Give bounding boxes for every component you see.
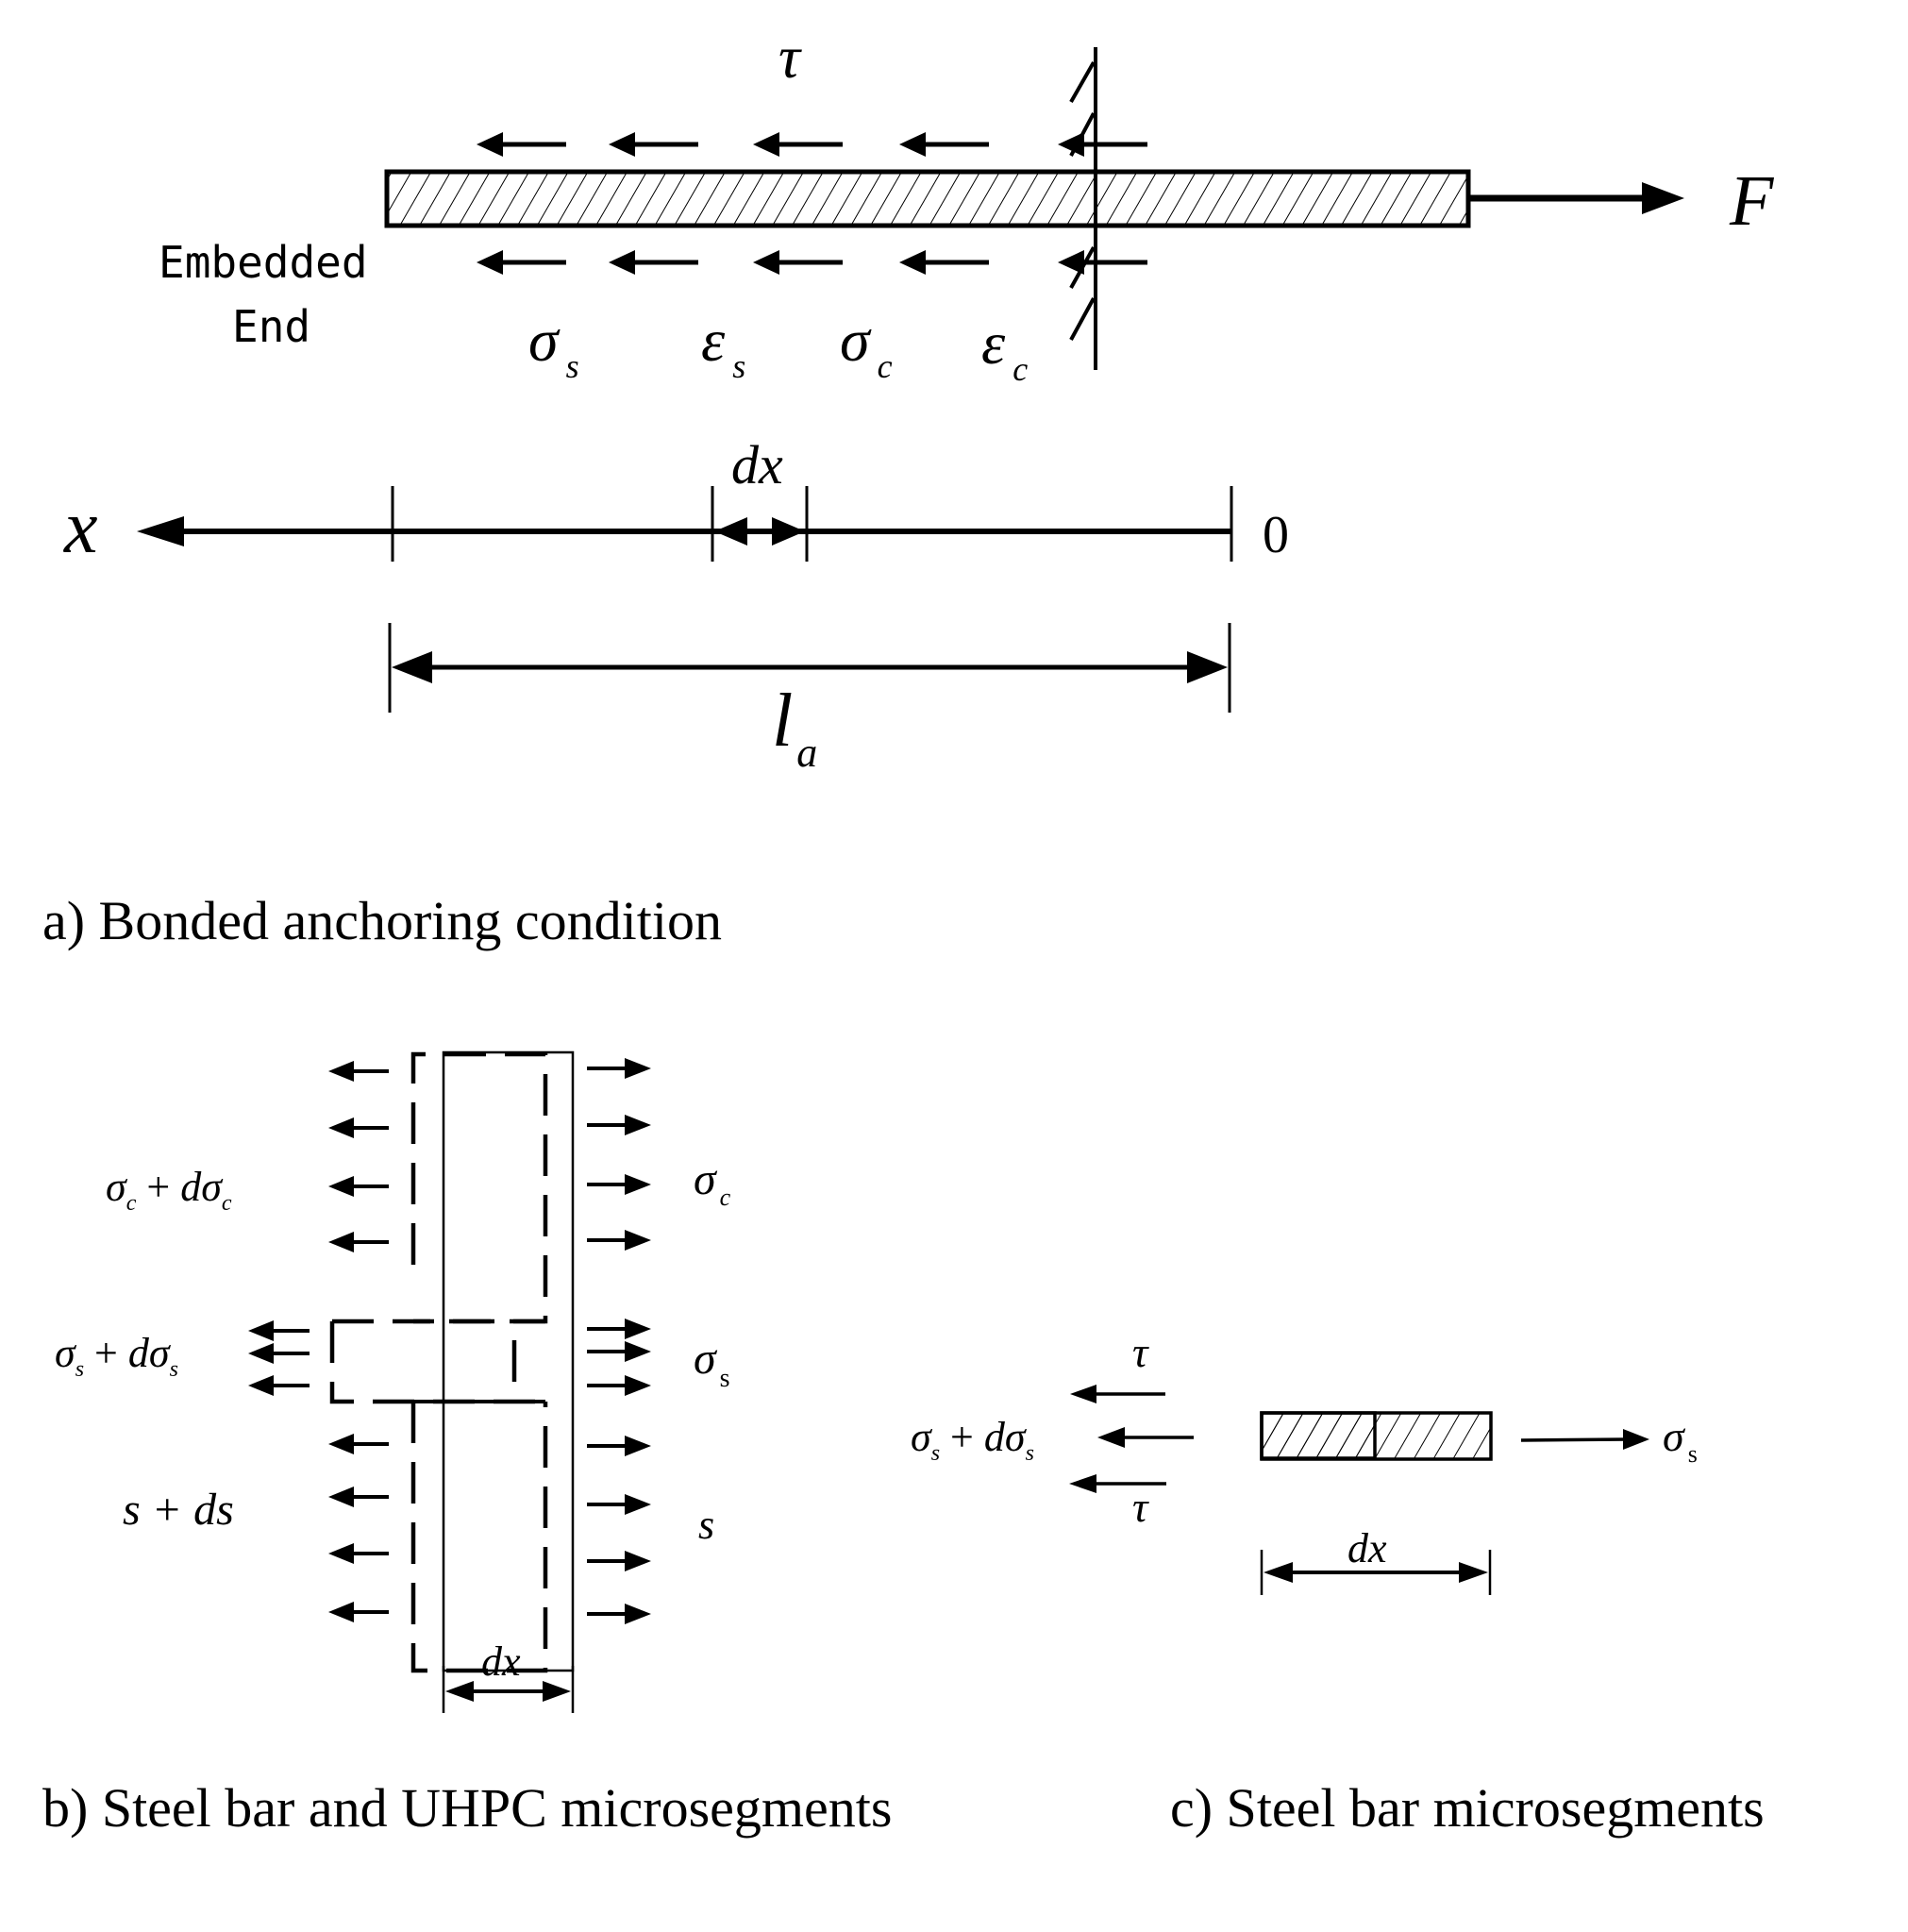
arrow-right-icon (587, 1436, 651, 1456)
x-axis (137, 486, 1233, 562)
arrow-left-icon (1058, 132, 1147, 157)
segment-dx-label: dx (731, 434, 783, 496)
arrow-left-icon (248, 1320, 310, 1341)
shear-arrows-bottom (477, 250, 1147, 275)
x-axis-label: x (63, 486, 98, 569)
embedded-end-label-line1: Embedded (159, 237, 368, 288)
arrow-right-icon (587, 1494, 651, 1515)
uhpc-element-lower (410, 1402, 548, 1673)
arrow-right-icon (587, 1551, 651, 1571)
arrow-right-icon (587, 1058, 651, 1079)
uhpc-element-upper (410, 1051, 548, 1324)
fixed-support (1069, 47, 1097, 370)
anchorage-length-dimension (388, 623, 1231, 713)
steel-bar-element (442, 1050, 575, 1672)
pull-force-arrow (1468, 182, 1684, 214)
arrow-left-icon (328, 1543, 389, 1564)
origin-label: 0 (1263, 506, 1289, 564)
arrow-left-icon (609, 132, 698, 157)
arrow-left-icon (477, 250, 566, 275)
arrow-left-icon (609, 250, 698, 275)
force-label: F (1729, 161, 1775, 241)
width-dimension (1260, 1550, 1492, 1595)
arrow-left-icon (1058, 250, 1147, 275)
caption-b: b) Steel bar and UHPC microsegments (42, 1777, 892, 1839)
label-steel-stress-left: σs + dσs (55, 1330, 178, 1382)
arrow-left-icon (753, 132, 843, 157)
arrow-left-icon (477, 132, 566, 157)
arrow-left-icon (248, 1343, 310, 1364)
arrow-left-icon (328, 1487, 389, 1507)
arrow-right-icon (587, 1319, 651, 1339)
arrow-left-icon (328, 1232, 389, 1252)
shear-arrows-top (477, 132, 1147, 157)
label-slip-right: s (698, 1502, 714, 1548)
arrow-right-icon (587, 1230, 651, 1251)
arrow-left-icon (328, 1176, 389, 1197)
steel-bar-dashed-element (329, 1319, 545, 1404)
arrow-left-icon (1097, 1427, 1194, 1448)
width-dx-label: dx (481, 1638, 521, 1685)
shear-label-top: τ (1132, 1328, 1149, 1376)
shear-label-bottom: τ (1132, 1483, 1149, 1531)
panel-a: τ F (42, 24, 1775, 951)
width-dimension (442, 1666, 575, 1713)
arrow-right-icon (587, 1174, 651, 1195)
arrow-right-icon (587, 1604, 651, 1624)
arrow-left-icon (1069, 1474, 1166, 1493)
embedded-end-label-line2: End (232, 301, 310, 352)
arrow-right-icon (587, 1341, 651, 1362)
label-slip-left: s + ds (123, 1485, 234, 1535)
caption-c: c) Steel bar microsegments (1170, 1777, 1765, 1839)
steel-bar (384, 169, 1471, 228)
arrow-left-icon (328, 1117, 389, 1138)
arrow-left-icon (248, 1375, 310, 1396)
arrow-right-icon (1520, 1429, 1649, 1450)
width-dx-label: dx (1347, 1525, 1387, 1571)
arrow-left-icon (328, 1602, 389, 1622)
arrow-left-icon (328, 1434, 389, 1454)
arrow-right-icon (587, 1375, 651, 1396)
anchorage-length-label: la (772, 680, 817, 776)
arrow-right-icon (587, 1115, 651, 1135)
right-stress-arrows (587, 1058, 651, 1624)
label-concrete-stress-left: σc + dσc (106, 1164, 232, 1216)
arrow-left-icon (899, 250, 989, 275)
left-stress-arrows (248, 1061, 389, 1622)
arrow-left-icon (899, 132, 989, 157)
arrow-left-icon (328, 1061, 389, 1082)
label-stress-left: σs + dσs (911, 1414, 1034, 1466)
caption-a: a) Bonded anchoring condition (42, 890, 722, 951)
steel-bar-microsegment-body (1260, 1411, 1493, 1461)
arrow-left-icon (753, 250, 843, 275)
arrow-left-icon (1070, 1385, 1165, 1403)
shear-stress-label: τ (778, 24, 802, 91)
